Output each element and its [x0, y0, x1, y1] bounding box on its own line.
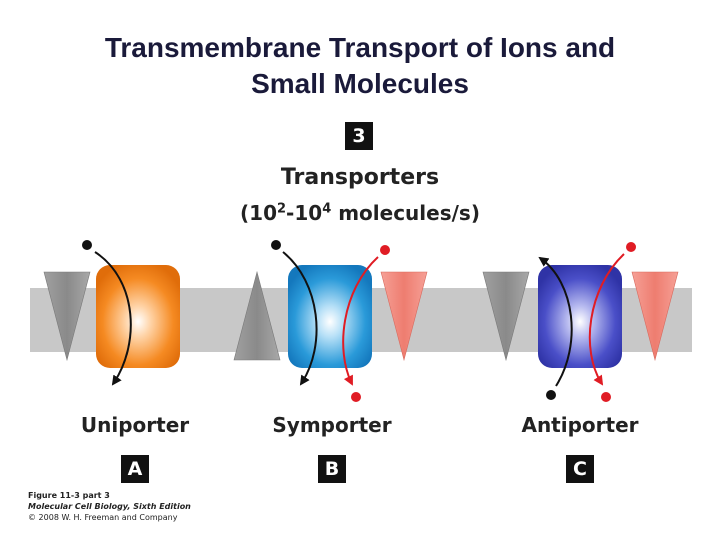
symporter-badge: B — [318, 455, 346, 483]
uniporter-label: Uniporter — [80, 413, 190, 437]
rate-text: (102-104 molecules/s) — [0, 201, 720, 225]
credit-copyright: © 2008 W. H. Freeman and Company — [28, 513, 178, 522]
symporter-black-ion — [271, 240, 281, 250]
title-line-2: Small Molecules — [251, 68, 469, 99]
figure-credit: Figure 11-3 part 3 Molecular Cell Biolog… — [28, 490, 191, 523]
symporter-label: Symporter — [272, 413, 392, 437]
antiporter-protein — [538, 265, 622, 368]
symporter-red-gradient-triangle — [380, 271, 428, 362]
credit-figure-number: Figure 11-3 part 3 — [28, 491, 110, 500]
uniporter-arrow — [94, 251, 132, 386]
symporter-red-ion-outside — [380, 245, 390, 255]
antiporter-label: Antiporter — [521, 413, 639, 437]
antiporter-black-ion — [546, 390, 556, 400]
rate-exponent-low: 2 — [277, 201, 287, 217]
antiporter-gray-gradient-triangle — [482, 271, 530, 362]
rate-exponent-high: 4 — [322, 201, 332, 217]
antiporter-red-ion-outside — [626, 242, 636, 252]
uniporter-ion — [82, 240, 92, 250]
antiporter-red-ion-inside — [601, 392, 611, 402]
antiporter-badge: C — [566, 455, 594, 483]
uniporter-badge: A — [121, 455, 149, 483]
antiporter-black-arrow — [538, 256, 573, 387]
rate-suffix: molecules/s) — [331, 201, 480, 225]
antiporter-red-gradient-triangle — [631, 271, 679, 362]
slide-title: Transmembrane Transport of Ions and Smal… — [0, 30, 720, 102]
title-line-1: Transmembrane Transport of Ions and — [104, 32, 616, 63]
rate-mid: -10 — [286, 201, 323, 225]
panel-heading: Transporters — [280, 165, 440, 190]
uniporter-protein — [96, 265, 180, 368]
symporter-gray-gradient-triangle — [233, 270, 281, 361]
antiporter-red-arrow — [588, 253, 625, 386]
symporter-black-arrow — [282, 251, 318, 386]
symporter-red-arrow — [342, 256, 379, 386]
rate-prefix: (10 — [240, 201, 277, 225]
panel-number-badge: 3 — [345, 122, 373, 150]
symporter-red-ion-inside — [351, 392, 361, 402]
credit-book-title: Molecular Cell Biology, Sixth Edition — [28, 502, 191, 511]
uniporter-gray-gradient-triangle — [43, 271, 91, 362]
